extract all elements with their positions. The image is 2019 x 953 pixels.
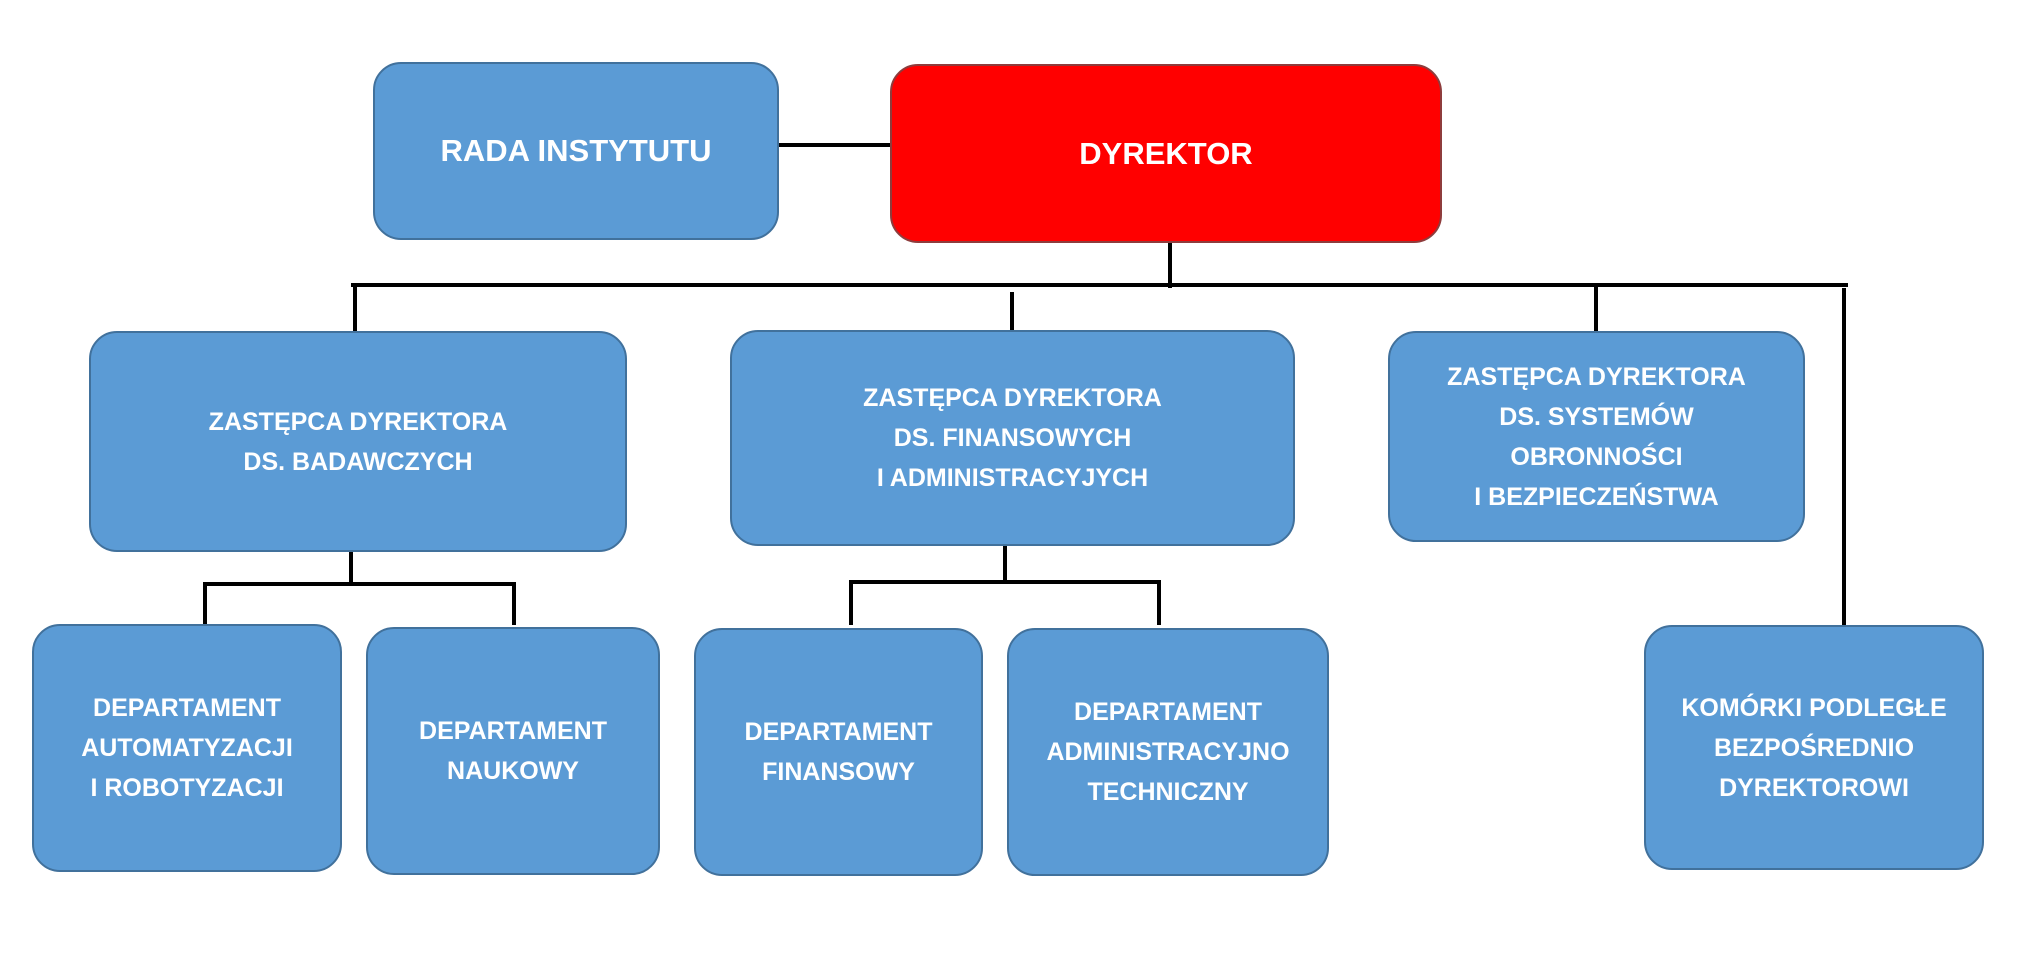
node-label-line: I BEZPIECZEŃSTWA (1474, 482, 1719, 511)
node-label-line: DS. BADAWCZYCH (243, 447, 473, 476)
node-label-line: DYREKTOR (1079, 135, 1253, 171)
node-label-line: DEPARTAMENT (744, 718, 933, 746)
node-komorki-podlegle: KOMÓRKI PODLEGŁE BEZPOŚREDNIO DYREKTOROWI (1644, 625, 1984, 870)
node-label-line: KOMÓRKI PODLEGŁE (1681, 693, 1947, 722)
node-label-line: OBRONNOŚCI (1510, 442, 1683, 471)
node-dyrektor: DYREKTOR (890, 64, 1442, 243)
node-label-line: NAUKOWY (447, 757, 579, 785)
node-label-line: DYREKTOROWI (1719, 773, 1909, 802)
node-label-line: DEPARTAMENT (419, 717, 607, 745)
node-label-line: FINANSOWY (762, 758, 915, 786)
node-departament-naukowy: DEPARTAMENT NAUKOWY (366, 627, 660, 875)
node-label-line: ZASTĘPCA DYREKTORA (1447, 362, 1746, 391)
node-label-line: BEZPOŚREDNIO (1713, 733, 1915, 762)
node-label-line: DEPARTAMENT (1074, 698, 1262, 726)
node-label-line: DS. FINANSOWYCH (893, 424, 1132, 452)
node-departament-finansowy: DEPARTAMENT FINANSOWY (694, 628, 983, 876)
node-departament-automatyzacji: DEPARTAMENT AUTOMATYZACJI I ROBOTYZACJI (32, 624, 342, 872)
node-label-line: ZASTĘPCA DYREKTORA (863, 384, 1162, 412)
node-zastepca-finansowych: ZASTĘPCA DYREKTORA DS. FINANSOWYCH I ADMIN… (730, 330, 1295, 546)
node-label-line: TECHNICZNY (1087, 778, 1249, 806)
node-label-line: I ROBOTYZACJI (90, 774, 284, 802)
node-label-line: DEPARTAMENT (93, 694, 281, 722)
node-label-line: DS. SYSTEMÓW (1499, 402, 1694, 431)
node-label-line: ZASTĘPCA DYREKTORA (208, 407, 508, 436)
node-rada-instytutu: RADA INSTYTUTU (373, 62, 779, 240)
node-label-line: ADMINISTRACYJNO (1046, 738, 1290, 766)
node-label-line: I ADMINISTRACYJYCH (876, 464, 1149, 492)
node-departament-administracyjno: DEPARTAMENT ADMINISTRACYJNO TECHNICZNY (1007, 628, 1329, 876)
node-zastepca-badawczych: ZASTĘPCA DYREKTORA DS. BADAWCZYCH (89, 331, 627, 552)
node-label-line: RADA INSTYTUTU (440, 133, 712, 168)
node-zastepca-obronnosci: ZASTĘPCA DYREKTORA DS. SYSTEMÓW OBRONNOŚCI… (1388, 331, 1805, 542)
node-label-line: AUTOMATYZACJI (81, 734, 293, 762)
